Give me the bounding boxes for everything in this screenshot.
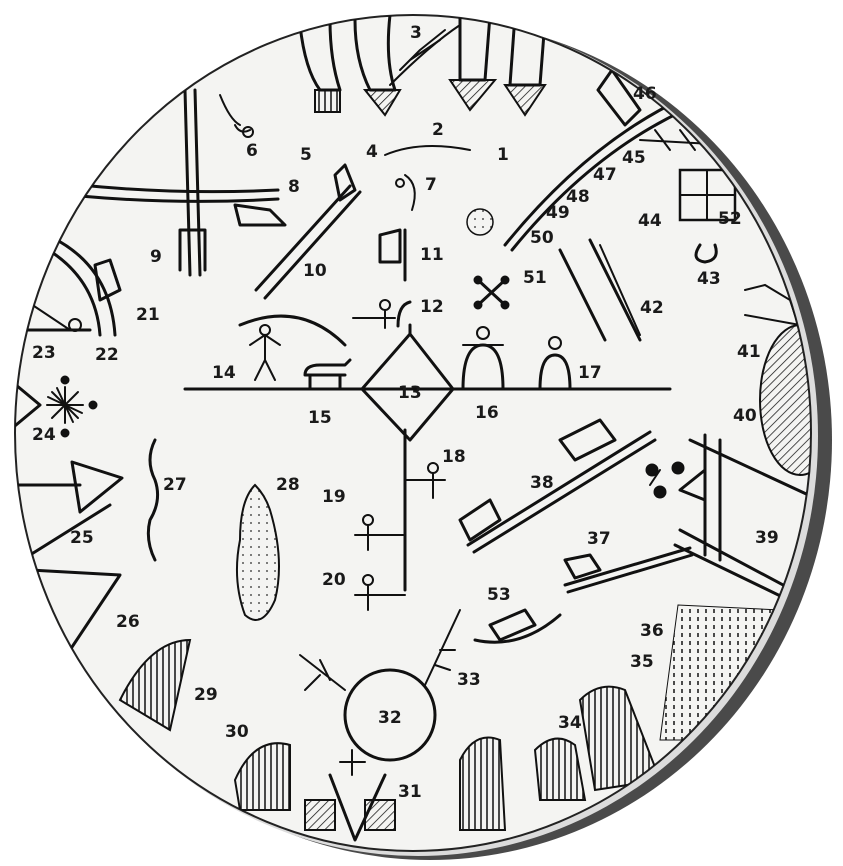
label-52: 52 [718,209,742,229]
label-7: 7 [425,175,437,195]
label-13: 13 [398,383,422,403]
label-44: 44 [638,211,662,231]
label-32: 32 [378,708,402,728]
label-40: 40 [733,406,757,426]
label-18: 18 [442,447,466,467]
round-49 [467,209,493,235]
label-35: 35 [630,652,654,672]
label-51: 51 [523,268,547,288]
label-2: 2 [432,120,444,140]
label-8: 8 [288,177,300,197]
label-34: 34 [558,713,582,733]
label-43: 43 [697,269,721,289]
label-42: 42 [640,298,664,318]
label-49: 49 [546,203,570,223]
label-22: 22 [95,345,119,365]
label-24: 24 [32,425,56,445]
label-45: 45 [622,148,646,168]
label-46: 46 [633,84,657,104]
label-29: 29 [194,685,218,705]
label-53: 53 [487,585,511,605]
label-47: 47 [593,165,617,185]
label-31: 31 [398,782,422,802]
label-5: 5 [300,145,312,165]
label-19: 19 [322,487,346,507]
label-38: 38 [530,473,554,493]
label-11: 11 [420,245,444,265]
label-15: 15 [308,408,332,428]
label-3: 3 [410,23,422,43]
label-17: 17 [578,363,602,383]
label-1: 1 [497,145,509,165]
label-36: 36 [640,621,664,641]
label-9: 9 [150,247,162,267]
label-28: 28 [276,475,300,495]
label-37: 37 [587,529,611,549]
label-20: 20 [322,570,346,590]
label-23: 23 [32,343,56,363]
label-41: 41 [737,342,761,362]
label-6: 6 [246,141,258,161]
label-26: 26 [116,612,140,632]
label-30: 30 [225,722,249,742]
label-39: 39 [755,528,779,548]
label-50: 50 [530,228,554,248]
label-16: 16 [475,403,499,423]
label-27: 27 [163,475,187,495]
label-4: 4 [366,142,378,162]
label-10: 10 [303,261,327,281]
label-33: 33 [457,670,481,690]
label-21: 21 [136,305,160,325]
label-12: 12 [420,297,444,317]
label-25: 25 [70,528,94,548]
label-14: 14 [212,363,236,383]
